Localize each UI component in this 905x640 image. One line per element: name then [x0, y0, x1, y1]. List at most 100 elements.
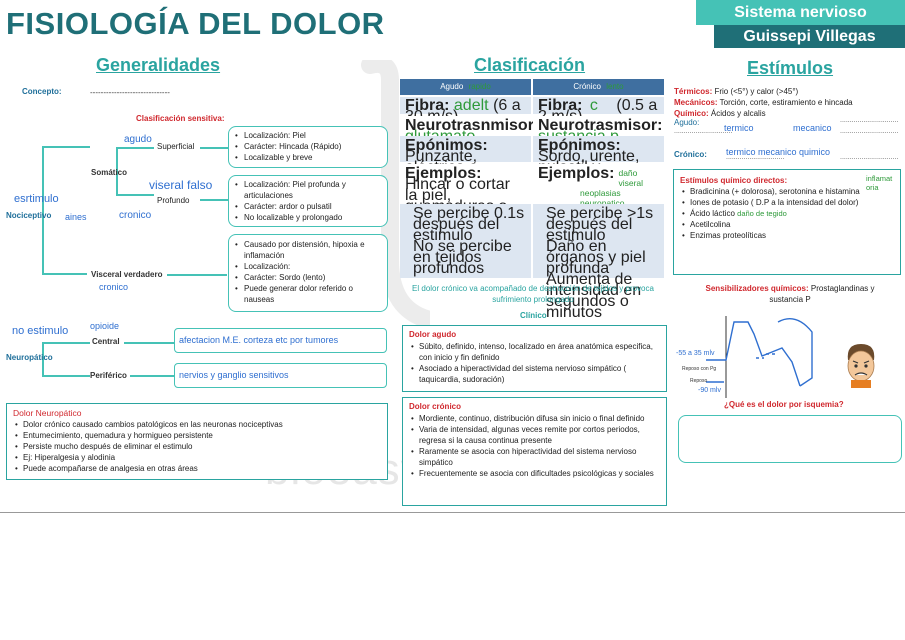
list-item: Enzimas proteolíticas: [680, 230, 894, 241]
dolor-cronico-box: Dolor crónico Mordiente, continuo, distr…: [402, 397, 667, 506]
dotted-line: ..............................: [840, 154, 899, 161]
mecanicos-label: Mecánicos:: [674, 98, 718, 107]
list-item: Puede generar dolor referido o nauseas: [233, 283, 383, 305]
watermark-logo-icon: [361, 60, 430, 329]
list-item: Carácter: Sordo (lento): [233, 272, 383, 283]
list-item: Mordiente, continuo, distribución difusa…: [409, 413, 660, 424]
acido-hand-note: daño de tegido: [737, 209, 787, 218]
acido-lactico: Ácido láctico: [690, 209, 735, 218]
list-item: Dolor crónico causado cambios patológico…: [13, 419, 381, 430]
central-label: Central: [92, 337, 120, 346]
sensibilizadores-label: Sensibilizadores químicos:: [705, 284, 809, 293]
estimulos-directos-box: Estímulos químico directos: inflamatoria…: [673, 169, 901, 275]
list-item: Persiste mucho después de eliminar el es…: [13, 441, 381, 452]
fibra-label: Fibra:: [538, 97, 583, 114]
agudo-header: Agudo rapido: [400, 79, 531, 95]
list-item: Bradicinina (+ dolorosa), serotonina e h…: [680, 186, 894, 197]
profundo-box: Localización: Piel profunda y articulaci…: [228, 175, 388, 227]
table-cell: Se percibe 0.1s después del estimulo No …: [400, 204, 531, 278]
nociceptivo-hand-note: esrtimulo: [14, 193, 59, 205]
fibra-cronico-hand: c: [589, 97, 598, 114]
ejemplos-cronico-hand: neoplasias: [580, 188, 621, 198]
superficial-box: Localización: Piel Carácter: Hincada (Rá…: [228, 126, 388, 168]
list-item: Iones de potasio ( D.P a la intensidad d…: [680, 197, 894, 208]
pain-face-icon: [847, 344, 875, 388]
graph-curve: [706, 321, 801, 387]
cronico-estimulo-label: Crónico:: [674, 150, 707, 159]
list-item: Varia de intensidad, algunas veces remit…: [409, 424, 660, 446]
mecanicos-value: Torción, corte, estiramiento e hincada: [719, 98, 853, 107]
tree-line: [116, 194, 154, 196]
table-cell: Ejemplos: Hincar o cortar la piel, quema…: [400, 164, 531, 237]
profundo-label: Profundo: [157, 196, 190, 205]
fibra-label: Fibra:: [405, 97, 450, 114]
tree-line: [42, 146, 44, 274]
table-cell: Neurotrasnmisor: glutamato: [400, 116, 539, 145]
ejemplos-label: Ejemplos:: [538, 165, 615, 182]
list-item: Carácter: ardor o pulsatil: [233, 201, 383, 212]
list-item: No se percibe en tejidos profundos: [413, 238, 512, 277]
directos-title: Estímulos químico directos:: [680, 176, 788, 185]
generalidades-title: Generalidades: [96, 55, 221, 75]
dolor-neuropatico-title: Dolor Neuropático: [13, 408, 82, 418]
profundo-hand-note: viseral falso: [149, 178, 213, 192]
sensibilizadores-row: Sensibilizadores químicos: Prostaglandin…: [695, 283, 885, 305]
quimico-value: Ácidos y alcalis: [710, 109, 766, 118]
quimico-row: Químico: Ácidos y alcalis: [674, 109, 766, 118]
list-item: Localización:: [233, 261, 383, 272]
visceral-label: Visceral verdadero: [91, 270, 163, 279]
list-item: Causado por distensión, hipoxia e inflam…: [233, 239, 383, 261]
agudo-header-label: Agudo: [440, 82, 464, 91]
central-box: afectacion M.E. corteza etc por tumores: [174, 328, 387, 353]
nociceptivo-hand-note: aines: [65, 212, 87, 222]
cronico-note: El dolor crónico va acompañado de destru…: [412, 284, 654, 304]
clasificacion-sensitiva-label: Clasificación sensitiva:: [136, 114, 225, 123]
list-item: Se percibe >1s después del estimulo: [546, 205, 654, 244]
periferico-label: Periférico: [90, 371, 127, 380]
table-cell: Fibra: c (0.5 a 2 m/s): [533, 97, 664, 125]
list-item: Acetilcolina: [680, 219, 894, 230]
cronico-estimulo-hand: termico mecanico quimico: [726, 147, 831, 157]
list-item: Frecuentemente se asocia con dificultade…: [409, 468, 660, 479]
list-item: Ácido láctico daño de tegido: [680, 208, 894, 219]
tree-line: [116, 147, 118, 194]
dotted-line: ..............................: [674, 128, 733, 135]
termicos-label: Térmicos:: [674, 87, 713, 96]
neuropatico-label: Neuropático: [6, 353, 53, 362]
tree-line: [200, 147, 228, 149]
agudo-estimulo-hand: termico: [724, 123, 754, 133]
nociceptivo-label: Nociceptivo: [6, 211, 52, 220]
tree-line: [42, 342, 90, 344]
potencial-graph: -55 a 35 mlv Reposo con Pg Reposo -90 ml…: [676, 316, 813, 398]
quimico-label: Químico:: [674, 109, 709, 118]
ejemplos-label: Ejemplos:: [405, 165, 482, 182]
tree-line: [42, 146, 90, 148]
list-item: Localizable y breve: [233, 152, 383, 163]
superficial-label: Superficial: [157, 142, 195, 151]
table-cell: Fibra: adelt (6 a 30 m/s): [400, 97, 531, 125]
neuro2-label: Neurotrasmisor:: [538, 117, 663, 134]
list-item: Se percibe 0.1s después del estimulo: [413, 205, 525, 244]
cronico-header-label: Crónico: [573, 82, 601, 91]
fibra-agudo-hand: adelt: [453, 97, 489, 114]
dotted-line: ..............................: [840, 117, 899, 124]
eponimos-label: Epónimos:: [405, 137, 488, 154]
termicos-value: Frio (<5°) y calor (>45°): [714, 87, 799, 96]
list-item: Carácter: Hincada (Rápido): [233, 141, 383, 152]
periferico-box: nervios y ganglio sensitivos: [174, 363, 387, 388]
agudo-header-hand: rapido: [468, 82, 491, 91]
dolor-neuropatico-box: Dolor Neuropático Dolor crónico causado …: [6, 403, 388, 480]
list-item: Aumenta de intensidad en segundos o minu…: [546, 271, 642, 321]
table-cell: Se percibe >1s después del estimulo Daño…: [533, 204, 664, 321]
list-item: Ej: Hiperalgesia y alodinia: [13, 452, 381, 463]
tree-line: [124, 342, 174, 344]
clasificacion-title: Clasificación: [474, 55, 586, 75]
tree-line: [167, 274, 227, 276]
sensibilizadores-value: Prostaglandinas y sustancia P: [769, 284, 875, 304]
termicos-row: Térmicos: Frio (<5°) y calor (>45°): [674, 87, 798, 96]
tree-line: [130, 375, 174, 377]
list-item: Asociado a hiperactividad del sistema ne…: [409, 363, 660, 385]
banner-author: Guissepi Villegas: [714, 25, 905, 48]
eponimos-label: Epónimos:: [538, 137, 621, 154]
superficial-hand-note: agudo: [124, 134, 152, 145]
